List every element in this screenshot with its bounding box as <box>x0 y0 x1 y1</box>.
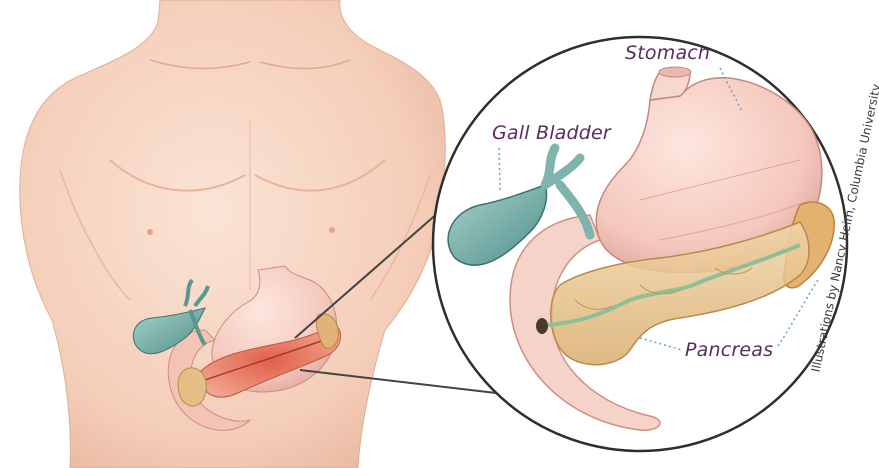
torso <box>20 0 445 468</box>
stomach-label: Stomach <box>625 42 710 64</box>
right-nipple <box>329 227 335 233</box>
ampulla-opening <box>536 318 548 334</box>
pancreas-label: Pancreas <box>685 339 773 361</box>
small-pancreas-head <box>178 368 206 406</box>
leader-gall-bladder <box>499 148 500 190</box>
torso-skin <box>20 0 445 468</box>
gall-bladder-label: Gall Bladder <box>492 122 611 144</box>
esophagus-opening <box>659 67 691 77</box>
left-nipple <box>147 229 153 235</box>
